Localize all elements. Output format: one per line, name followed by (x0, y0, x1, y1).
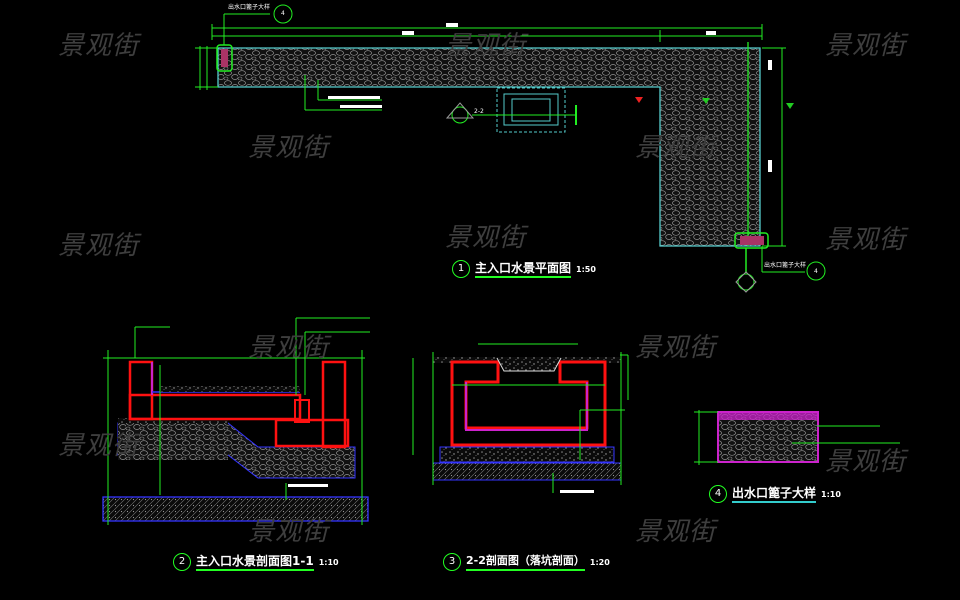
drawing-number-4: 4 (709, 485, 727, 503)
detail-ref-top: 4 (281, 10, 285, 17)
drawing-scale-2: 1:10 (318, 558, 339, 567)
section-2-2 (412, 343, 629, 493)
drawing-number-1: 1 (452, 260, 470, 278)
drawing-title-block-4: 4 出水口篦子大样 1:10 (709, 485, 841, 503)
plan-view (195, 4, 826, 293)
drawing-title-block-2: 2 主入口水景剖面图1-1 1:10 (173, 553, 339, 571)
detail-ref-right: 4 (814, 268, 818, 275)
drawing-title-block-3: 3 2-2剖面图（落坑剖面） 1:20 (443, 553, 610, 571)
section-1-1 (102, 317, 370, 525)
drawing-title-2: 主入口水景剖面图1-1 (196, 554, 314, 571)
drawing-title-4: 出水口篦子大样 (732, 486, 817, 503)
drawing-scale-1: 1:50 (576, 265, 596, 274)
drawing-scale-4: 1:10 (821, 490, 841, 499)
outlet-grate-detail (694, 410, 900, 465)
drawing-title-block-1: 1 主入口水景平面图 1:50 (452, 260, 596, 278)
outlet-grate-label-right: 出水口篦子大样 (764, 262, 807, 269)
section-mark-2-2: 2-2 (474, 108, 484, 115)
drawing-number-2: 2 (173, 553, 191, 571)
drawing-scale-3: 1:20 (589, 558, 610, 567)
outlet-grate-label-top: 出水口篦子大样 (228, 4, 271, 11)
drawing-number-3: 3 (443, 553, 461, 571)
drawing-title-3: 2-2剖面图（落坑剖面） (466, 554, 585, 571)
drawing-title-1: 主入口水景平面图 (475, 261, 572, 278)
